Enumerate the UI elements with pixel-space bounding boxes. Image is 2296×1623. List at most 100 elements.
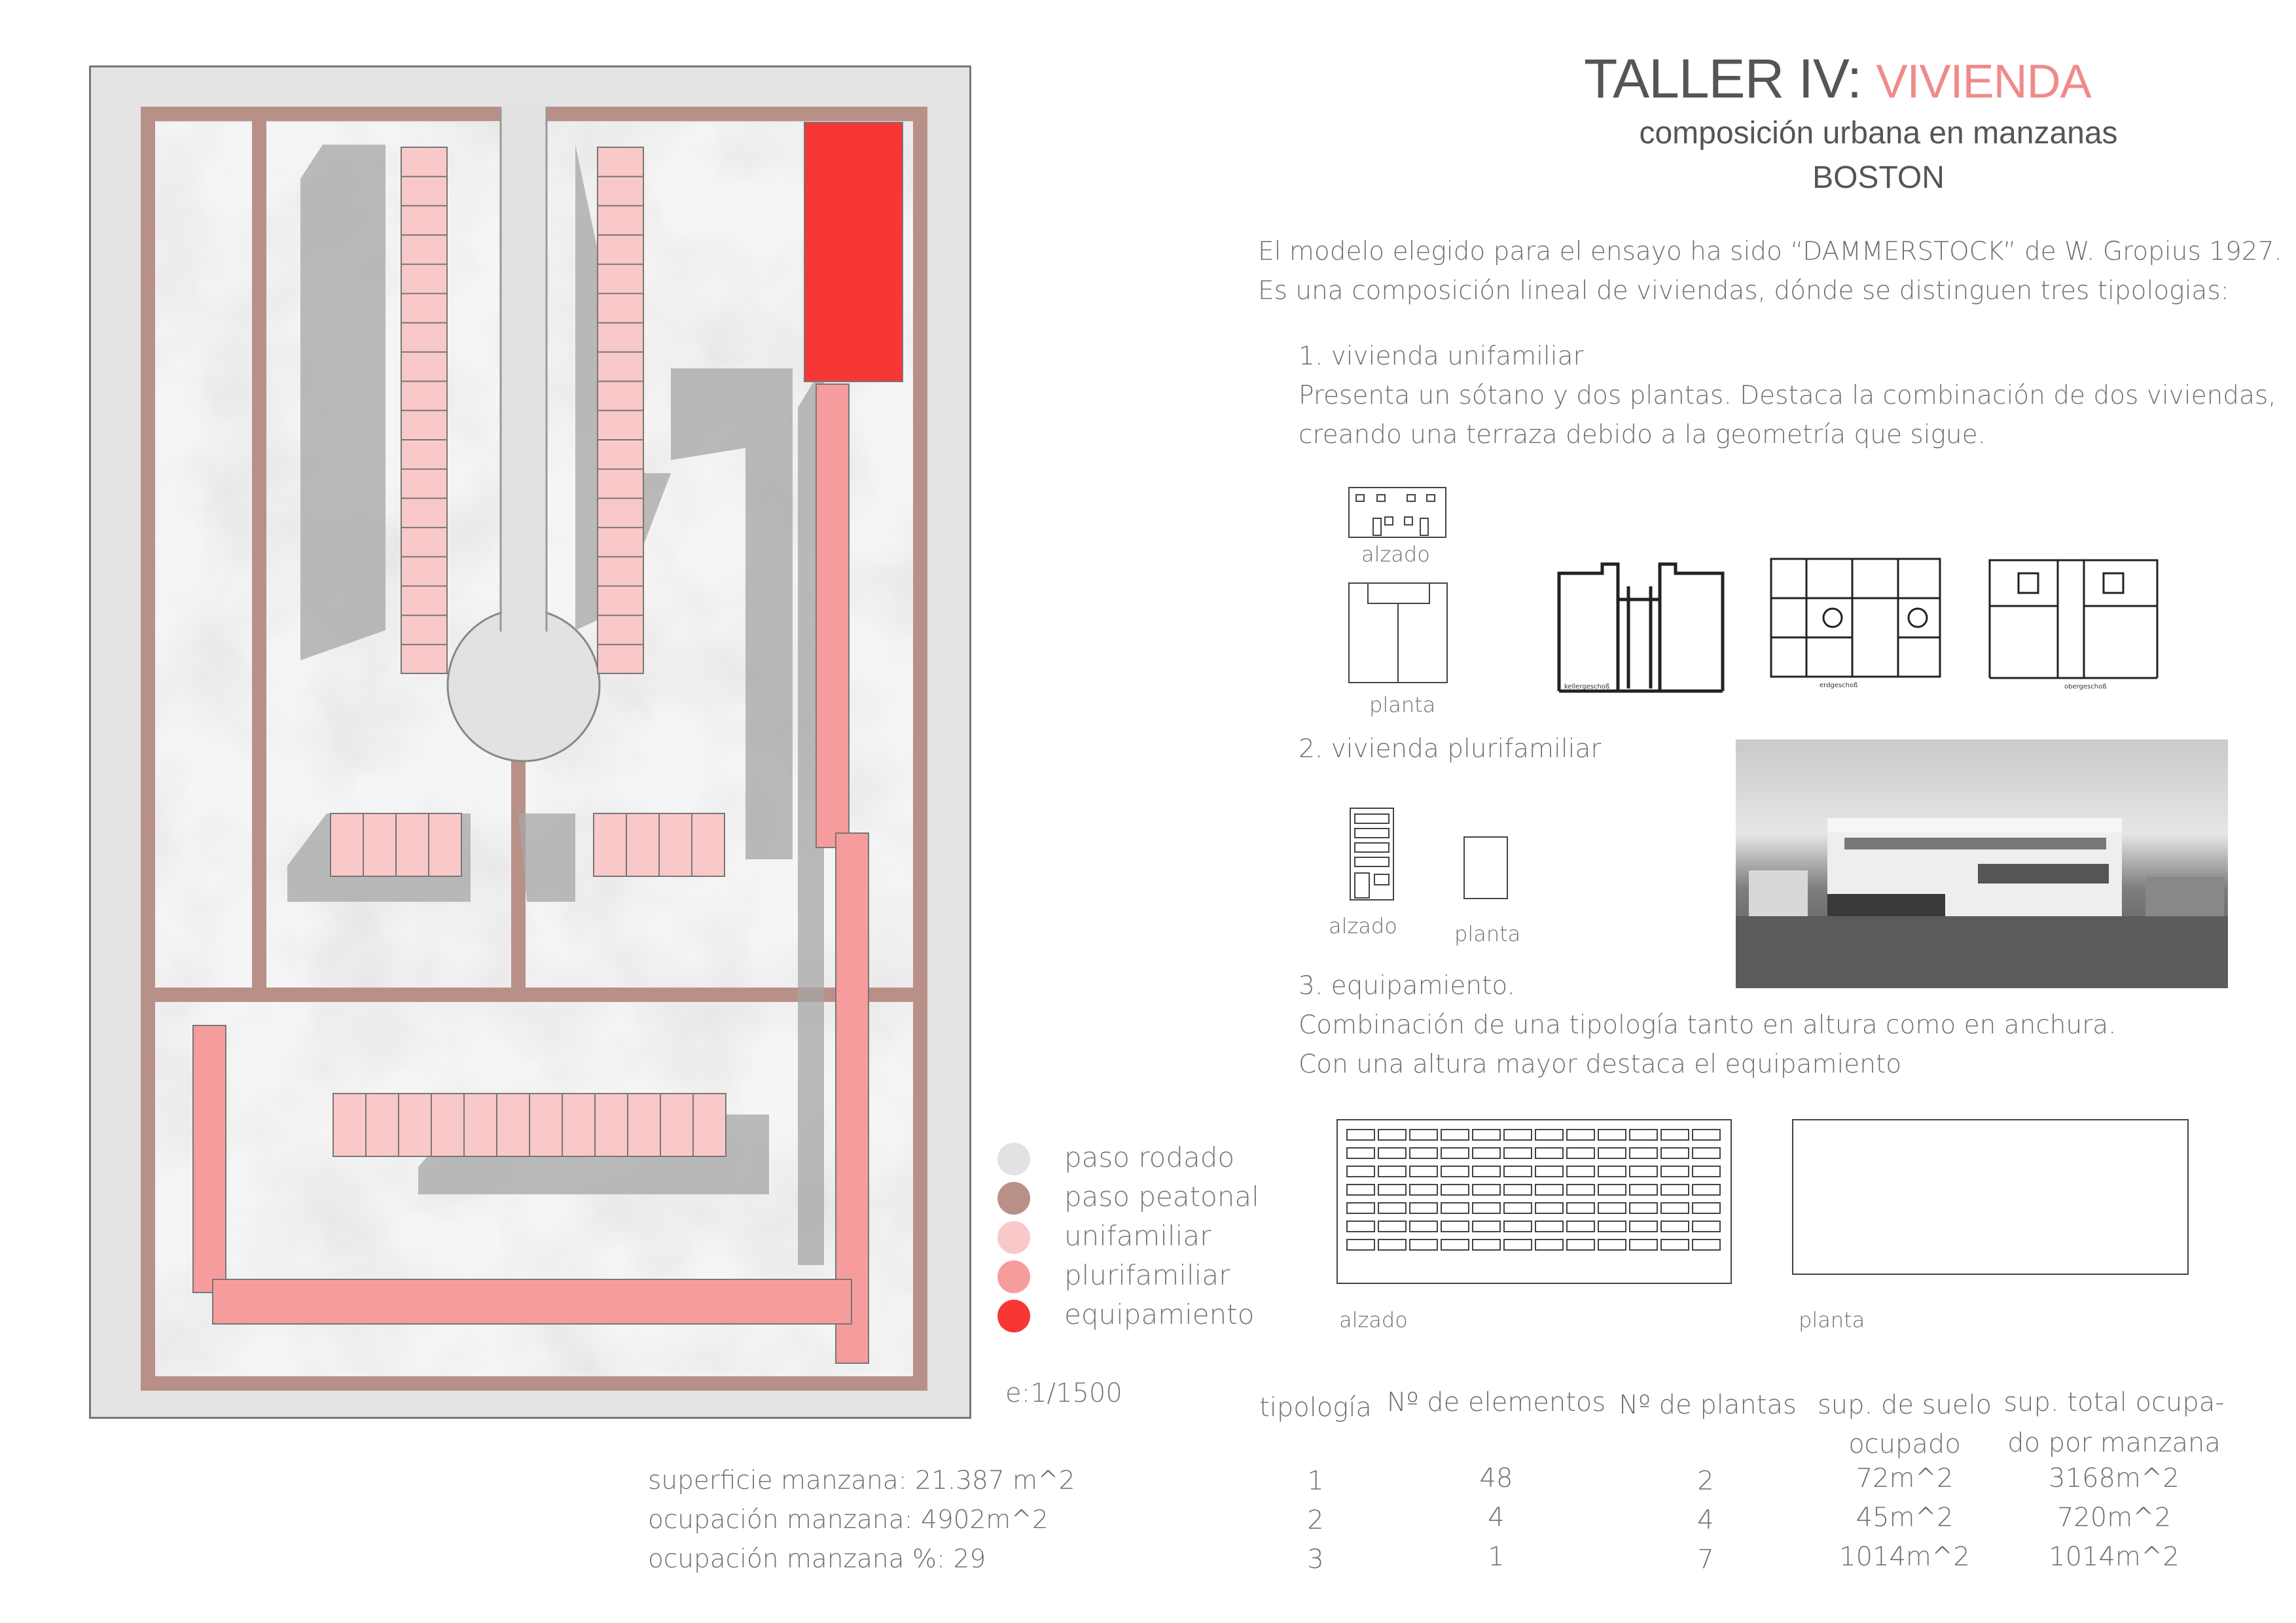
elevation-window [1660,1166,1689,1177]
type3-line-1: Combinación de una tipología tanto en al… [1299,1010,2117,1040]
elevation-window [1441,1147,1469,1159]
table-header-suelo-1: sup. de suelo [1817,1390,1992,1420]
floor-label-kellergeschoss: kellergeschoß [1564,683,1609,690]
legend: paso rodado paso peatonal unifamiliar pl… [995,1139,1259,1342]
legend-swatch-path [997,1182,1030,1215]
elevation-window [1692,1184,1721,1196]
type3-elevation-label: alzado [1339,1308,1408,1332]
elevation-window [1629,1166,1658,1177]
site-plan [89,65,971,1419]
type3-elevation-svg [1346,1129,1721,1251]
elevation-window [1692,1202,1721,1214]
elevation-window [1409,1239,1438,1251]
type3-plan-label: planta [1799,1308,1865,1332]
title-accent-text: VIVIENDA [1876,56,2092,108]
elevation-window [1692,1147,1721,1159]
elevation-window [1503,1129,1532,1141]
elevation-window [1566,1129,1595,1141]
title-main-text: TALLER IV: [1584,48,1862,109]
elevation-window [1535,1184,1564,1196]
building-divisions [363,175,694,1156]
scale-label: e:1/1500 [1005,1378,1122,1408]
elevation-window [1692,1221,1721,1232]
elevation-window [1535,1147,1564,1159]
stat-surface: superficie manzana: 21.387 m^2 [648,1466,1075,1495]
type2-plan-label: planta [1454,921,1521,946]
elevation-window [1598,1202,1626,1214]
legend-swatch-plurifamiliar [997,1260,1030,1293]
table-cell: 4 [1488,1503,1505,1533]
elevation-window [1346,1239,1375,1251]
intro-line-1: El modelo elegido para el ensayo ha sido… [1258,237,2282,266]
elevation-window [1409,1129,1438,1141]
elevation-window [1472,1166,1501,1177]
elevation-window [1566,1239,1595,1251]
table-cell: 3168m^2 [2049,1463,2179,1493]
elevation-window [1472,1239,1501,1251]
table-cell: 2 [1697,1466,1714,1496]
type2-elevation-label: alzado [1329,914,1397,938]
elevation-window [1660,1147,1689,1159]
plurifamiliar-blocks [192,383,869,1364]
intro-line-2: Es una composición lineal de viviendas, … [1258,276,2229,306]
elevation-window [1535,1129,1564,1141]
elevation-window [1598,1166,1626,1177]
elevation-window [1441,1202,1469,1214]
elevation-window [1378,1129,1407,1141]
elevation-window [1409,1202,1438,1214]
equipamiento-block [804,122,903,382]
legend-label-road: paso rodado [1064,1141,1235,1173]
floorplan-groundfloor: erdgeschoß [1767,552,1944,692]
type2-plan-drawing [1463,836,1508,899]
table-header-tipologia: tipología [1259,1393,1372,1423]
dammerstock-photo-svg [1736,818,2228,988]
table-cell: 2 [1307,1505,1324,1535]
type1-line-2: creando una terraza debido a la geometrí… [1299,420,1986,450]
elevation-window [1598,1129,1626,1141]
elevation-window [1503,1239,1532,1251]
type2-title: 2. vivienda plurifamiliar [1299,734,1602,764]
elevation-window [1503,1184,1532,1196]
floorplan-basement: kellergeschoß [1555,560,1728,694]
elevation-window [1660,1184,1689,1196]
table-header-suelo-2: ocupado [1848,1429,1961,1459]
type3-elevation-drawing [1336,1119,1732,1284]
elevation-window [1378,1147,1407,1159]
stat-occupation-percent: ocupación manzana %: 29 [648,1544,986,1574]
type3-plan-drawing [1792,1119,2189,1275]
elevation-window [1629,1221,1658,1232]
elevation-window [1346,1202,1375,1214]
legend-label-plurifamiliar: plurifamiliar [1064,1259,1230,1291]
table-cell: 3 [1307,1544,1324,1575]
elevation-window [1472,1147,1501,1159]
elevation-window [1629,1202,1658,1214]
stat-occupation: ocupación manzana: 4902m^2 [648,1505,1049,1535]
elevation-window [1409,1147,1438,1159]
elevation-window [1378,1239,1407,1251]
type1-line-1: Presenta un sótano y dos plantas. Destac… [1299,381,2276,410]
elevation-window [1472,1221,1501,1232]
type1-plan-label: planta [1369,692,1436,717]
elevation-window [1441,1184,1469,1196]
elevation-window [1566,1166,1595,1177]
elevation-window [1472,1129,1501,1141]
table-cell: 45m^2 [1856,1503,1954,1533]
table-cell: 1014m^2 [2049,1542,2179,1572]
dammerstock-photo [1736,740,2228,988]
type1-plan-svg [1367,584,1430,682]
table-cell: 48 [1479,1463,1513,1493]
elevation-window [1409,1184,1438,1196]
elevation-window [1378,1166,1407,1177]
elevation-window [1535,1166,1564,1177]
table-header-plantas: Nº de plantas [1619,1390,1797,1420]
floorplan-upperfloor-svg: obergeschoß [1988,559,2159,690]
floorplan-upperfloor: obergeschoß [1986,554,2161,694]
table-header-total-1: sup. total ocupa- [2003,1387,2225,1418]
elevation-window [1692,1166,1721,1177]
elevation-window [1598,1147,1626,1159]
elevation-window [1566,1202,1595,1214]
table-cell: 4 [1697,1505,1714,1535]
elevation-window [1409,1166,1438,1177]
elevation-window [1441,1129,1469,1141]
elevation-window [1598,1239,1626,1251]
